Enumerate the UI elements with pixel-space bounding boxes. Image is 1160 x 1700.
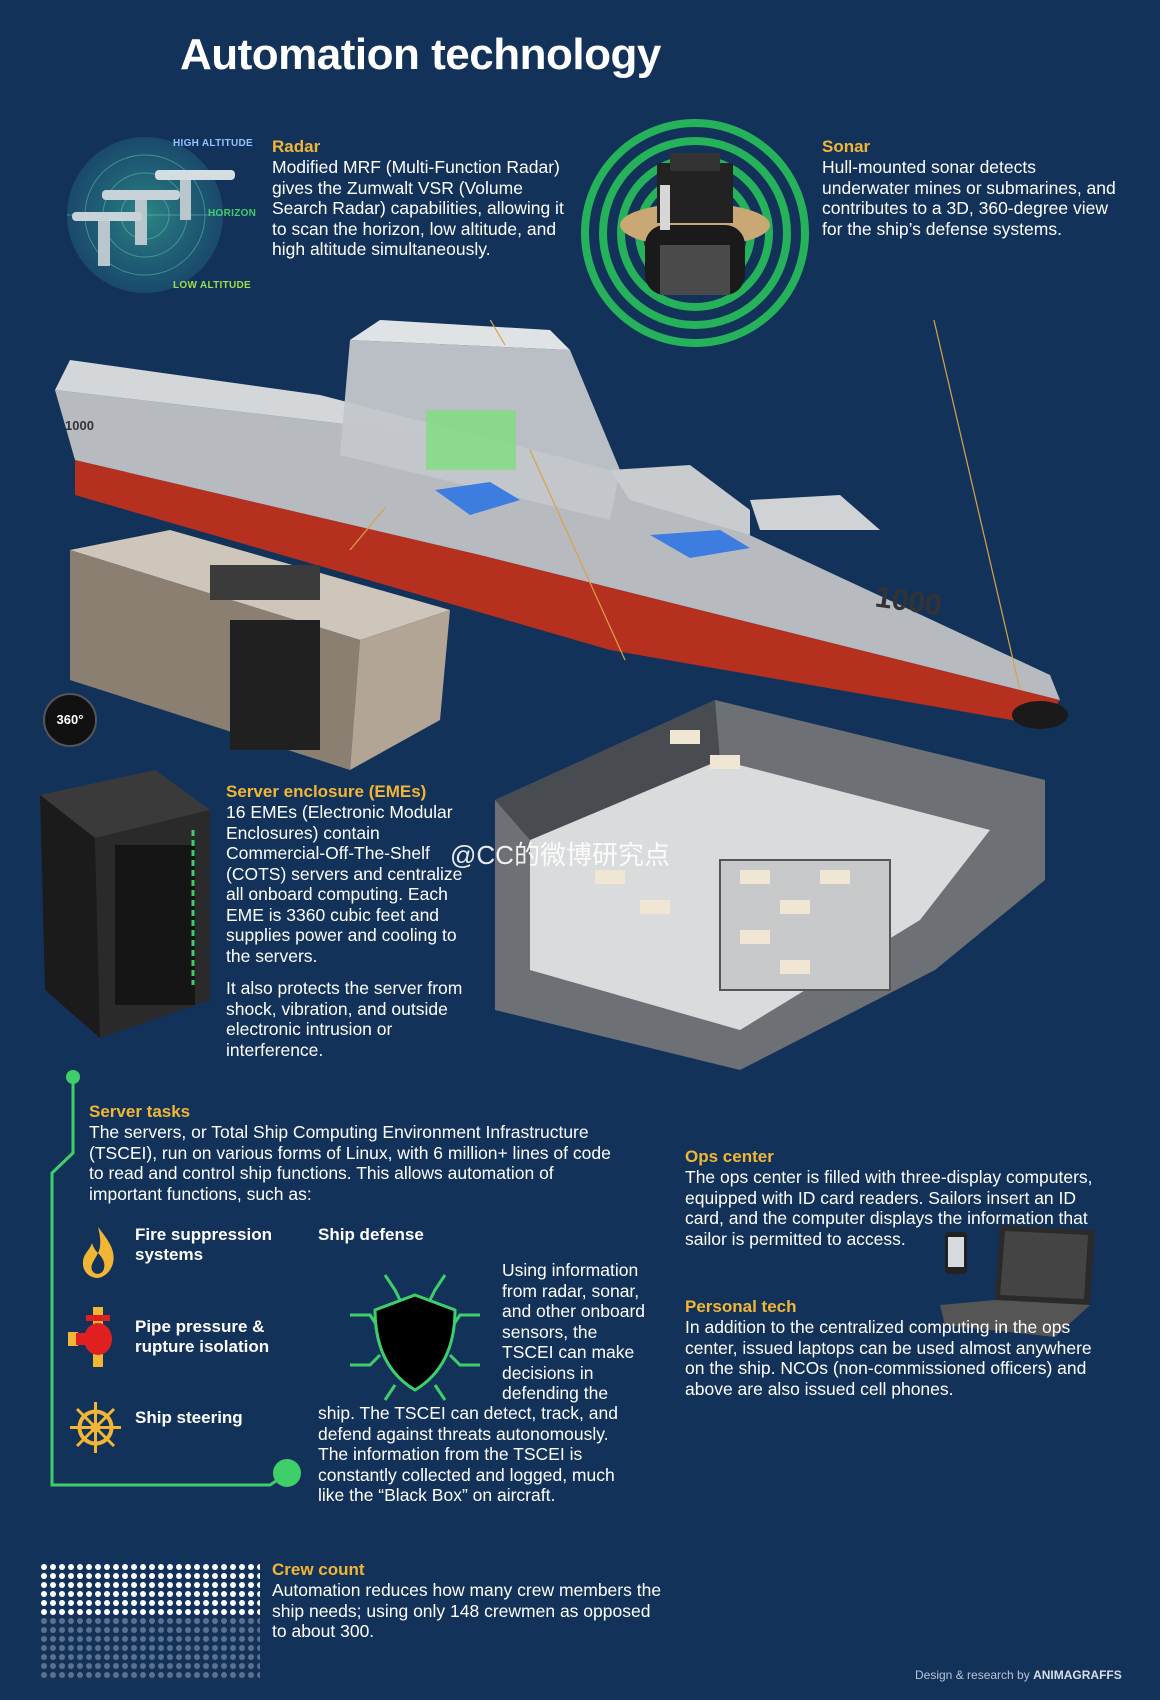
ship-illustration — [55, 320, 1068, 729]
page-title: Automation technology — [180, 30, 661, 79]
server-tasks-text: The servers, or Total Ship Computing Env… — [89, 1122, 611, 1204]
watermark: @CC的微博研究点 — [450, 840, 670, 870]
server-rack-illustration — [40, 770, 210, 1038]
phone-icon — [945, 1232, 967, 1274]
fire-icon — [78, 1225, 118, 1280]
server-enclosure-heading: Server enclosure (EMEs) — [226, 782, 427, 801]
server-enclosure-text: 16 EMEs (Electronic Modular Enclosures) … — [226, 802, 463, 966]
horizon-label: HORIZON — [208, 208, 257, 219]
rotate-360-button[interactable]: 360° — [43, 693, 97, 747]
high-altitude-label: HIGH ALTITUDE — [173, 138, 254, 149]
low-altitude-label: LOW ALTITUDE — [173, 280, 252, 291]
credit: Design & research by ANIMAGRAFFS — [915, 1668, 1122, 1682]
sonar-heading: Sonar — [822, 137, 871, 156]
radar-illustration — [67, 137, 235, 293]
sonar-illustration — [581, 119, 809, 347]
ops-center-heading: Ops center — [685, 1147, 774, 1166]
sonar-text: Hull-mounted sonar detects underwater mi… — [822, 157, 1116, 239]
ops-center-illustration — [495, 700, 1045, 1070]
crew-count-text: Automation reduces how many crew members… — [272, 1580, 662, 1641]
personal-tech-text: In addition to the centralized computing… — [685, 1317, 1092, 1399]
radar-heading: Radar — [272, 137, 321, 156]
credit-prefix: Design & research by — [915, 1668, 1030, 1682]
credit-brand: ANIMAGRAFFS — [1033, 1668, 1122, 1682]
ship-defense-text-b: ship. The TSCEI can detect, track, and d… — [318, 1403, 618, 1505]
radar-text: Modified MRF (Multi-Function Radar) give… — [272, 157, 564, 259]
ops-center-text: The ops center is filled with three-disp… — [685, 1167, 1093, 1249]
crew-dot-grid — [40, 1563, 260, 1681]
timeline-connector — [50, 1070, 301, 1487]
task-label-fire: Fire suppression systems — [135, 1225, 272, 1264]
eme-module-illustration — [70, 530, 450, 770]
shield-icon — [345, 1255, 485, 1405]
ship-defense-heading: Ship defense — [318, 1225, 424, 1244]
laptop-icon — [940, 1225, 1095, 1337]
task-label-pipe: Pipe pressure & rupture isolation — [135, 1317, 270, 1356]
crew-count-heading: Crew count — [272, 1560, 365, 1579]
ship-defense-text-a: Using information from radar, sonar, and… — [502, 1260, 646, 1403]
server-tasks-heading: Server tasks — [89, 1102, 191, 1121]
task-label-steering: Ship steering — [135, 1408, 243, 1427]
personal-tech-heading: Personal tech — [685, 1297, 797, 1316]
hull-number-small: 1000 — [65, 418, 94, 433]
ship-wheel-icon — [68, 1400, 123, 1455]
server-enclosure-text-2: It also protects the server from shock, … — [226, 978, 463, 1060]
valve-icon — [68, 1307, 128, 1367]
